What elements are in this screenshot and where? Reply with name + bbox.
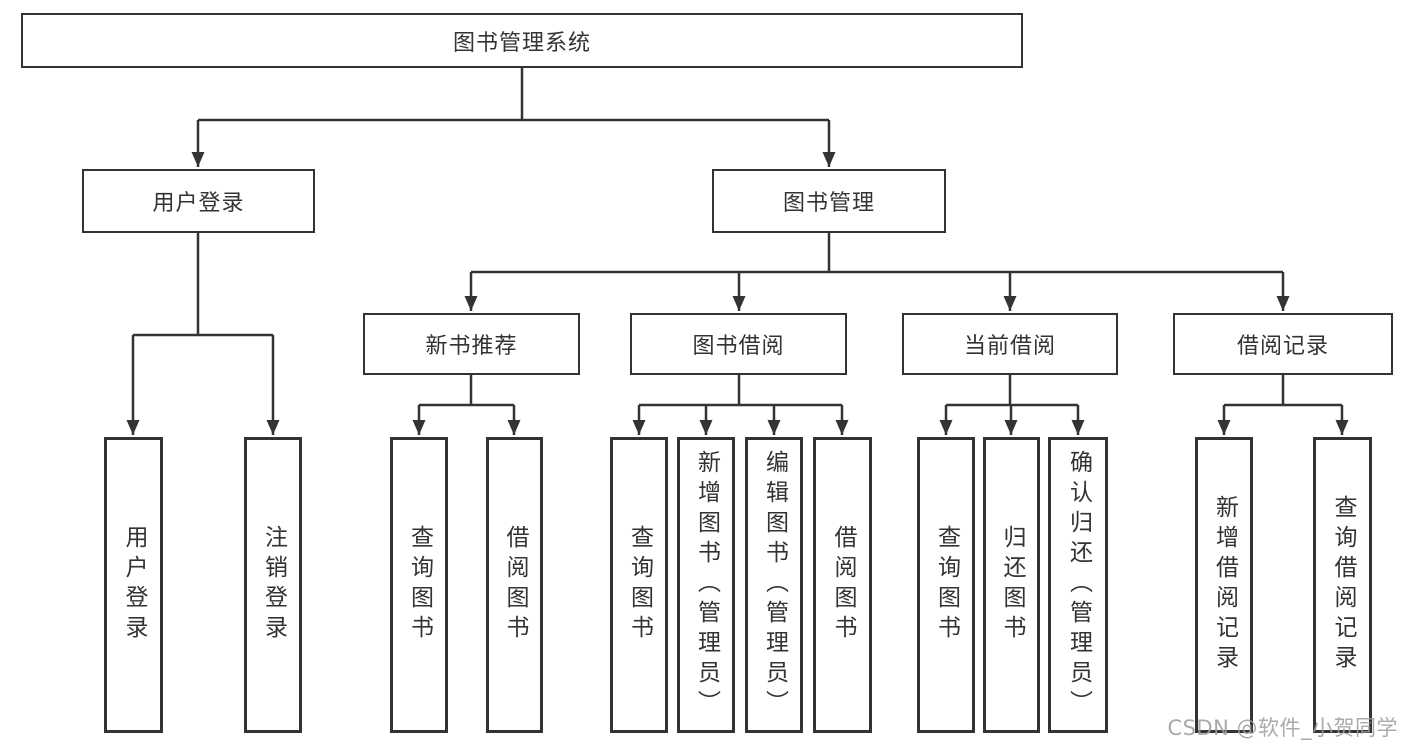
connector-root-to-level2 [191,68,836,167]
leaf-query-borrow-record: 查询借阅记录 [1313,437,1372,733]
node-user-login: 用户登录 [82,169,315,233]
node-book-management: 图书管理 [712,169,946,233]
node-book-borrow: 图书借阅 [630,313,847,375]
leaf-confirm-return-admin: 确认归还（管理员） [1048,437,1108,733]
leaf-return-book: 归还图书 [983,437,1040,733]
leaf-edit-book-admin: 编辑图书（管理员） [745,437,803,733]
connector-book-borrow-children [632,375,849,435]
connector-new-book-recommend-children [412,375,521,435]
csdn-watermark: CSDN @软件_小贺同学 [1167,716,1398,740]
leaf-add-book-admin: 新增图书（管理员） [677,437,735,733]
leaf-query-books-current: 查询图书 [917,437,975,733]
node-borrow-records: 借阅记录 [1173,313,1393,375]
connector-borrow-records-children [1217,375,1349,435]
leaf-add-borrow-record: 新增借阅记录 [1195,437,1253,733]
leaf-borrow-books-recommend: 借阅图书 [486,437,543,733]
node-root-library-system: 图书管理系统 [21,13,1023,68]
node-new-book-recommend: 新书推荐 [363,313,580,375]
leaf-query-books-borrow: 查询图书 [610,437,668,733]
connector-book-management-children [464,233,1290,311]
leaf-logout: 注销登录 [244,437,302,733]
leaf-user-login: 用户登录 [104,437,163,733]
connector-current-borrow-children [939,375,1085,435]
leaf-borrow-books: 借阅图书 [813,437,872,733]
connector-user-login-children [126,233,280,435]
leaf-query-books-recommend: 查询图书 [390,437,448,733]
node-current-borrow: 当前借阅 [902,313,1118,375]
